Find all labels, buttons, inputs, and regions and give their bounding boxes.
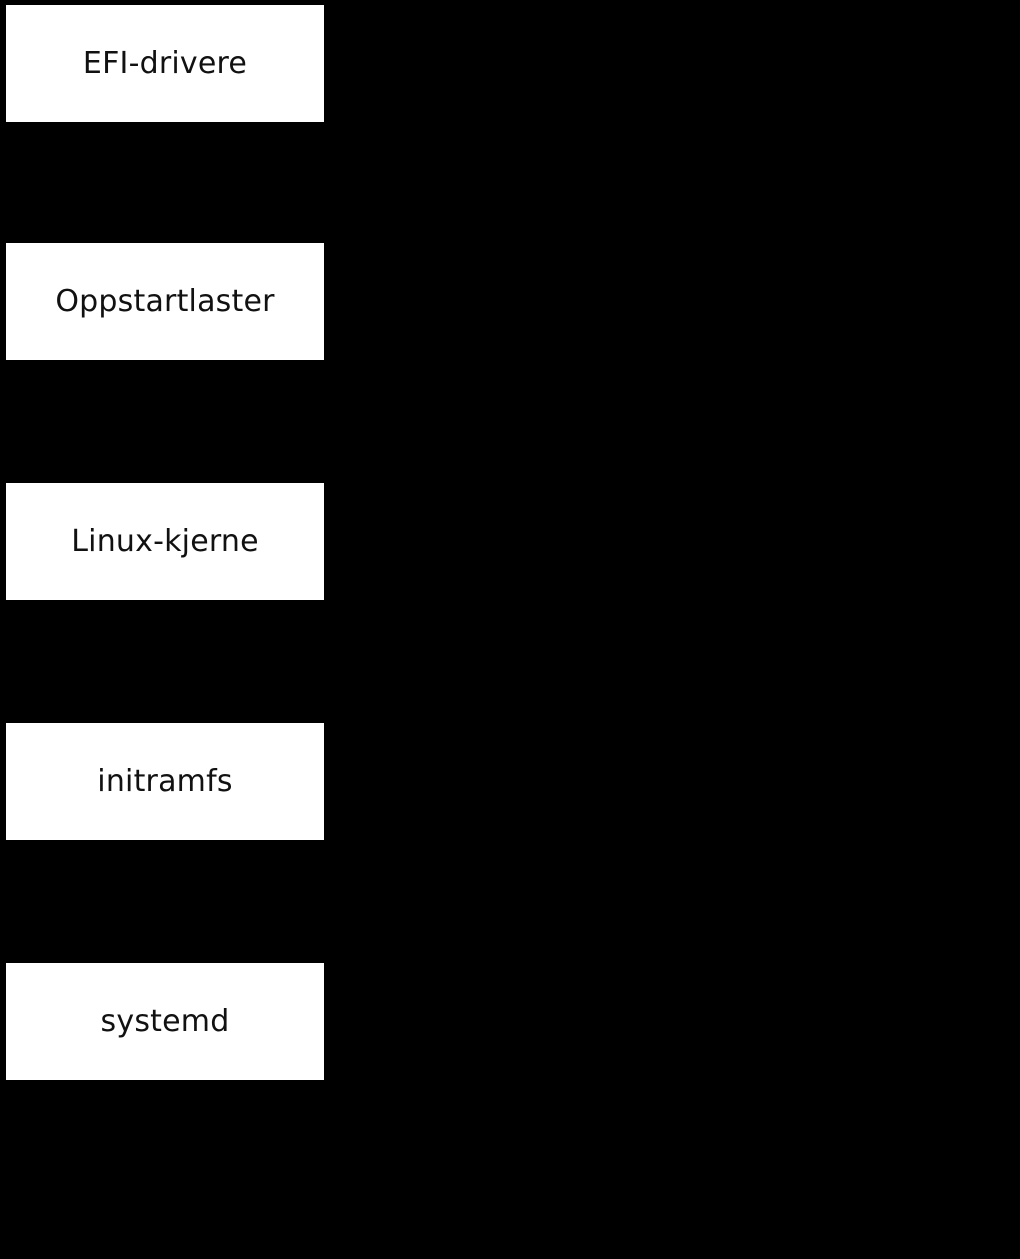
stage-label: Linux-kjerne <box>71 523 259 559</box>
stage-box-initramfs[interactable]: initramfs <box>6 723 324 840</box>
stage-label: systemd <box>100 1003 230 1039</box>
stage-label: initramfs <box>97 763 233 799</box>
stage-label: Oppstartlaster <box>55 283 275 319</box>
stage-label: EFI-drivere <box>82 45 248 81</box>
stage-box-oppstartlaster[interactable]: Oppstartlaster <box>6 243 324 360</box>
stage-box-linux-kjerne[interactable]: Linux-kjerne <box>6 483 324 600</box>
stage-box-systemd[interactable]: systemd <box>6 963 324 1080</box>
stage-box-efi-drivere[interactable]: EFI-drivere <box>6 5 324 122</box>
